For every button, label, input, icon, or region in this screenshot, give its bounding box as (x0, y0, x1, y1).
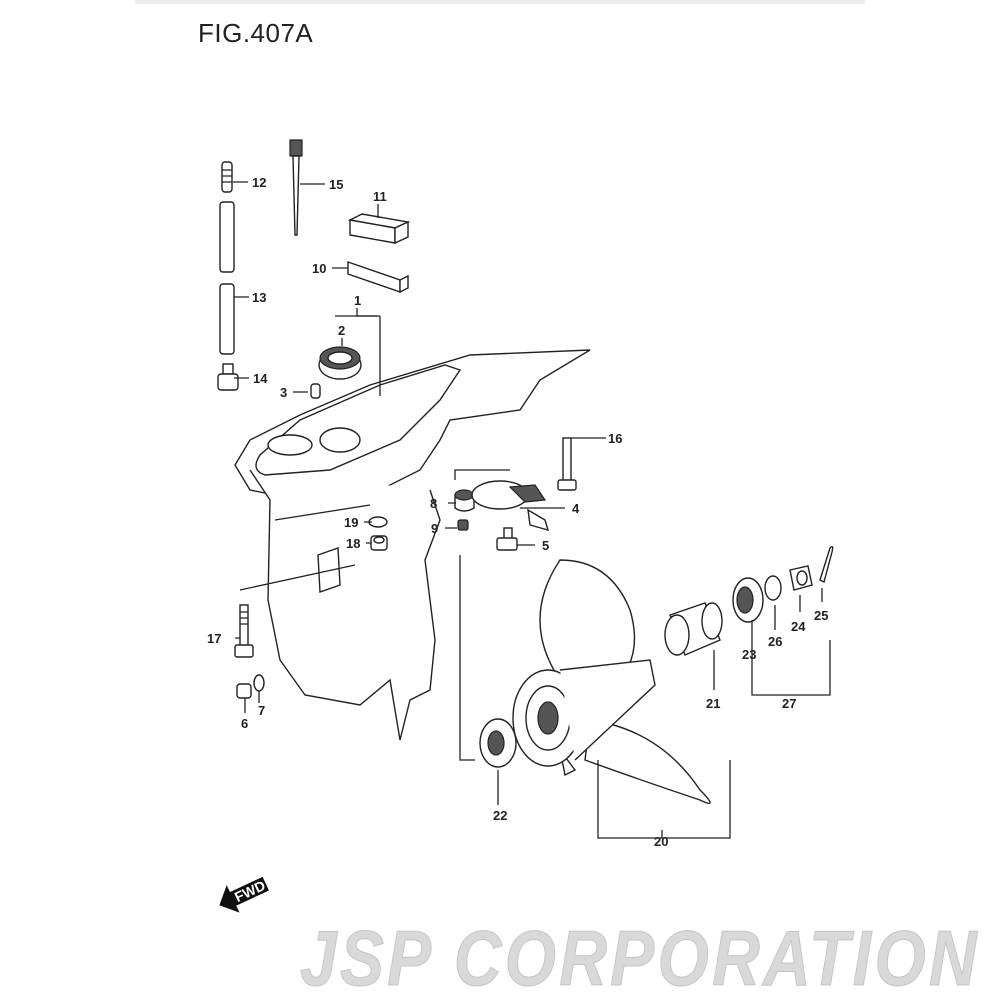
part-12-stud[interactable] (221, 161, 233, 193)
part-2-bearing[interactable] (318, 346, 362, 380)
part-26-washer[interactable] (764, 575, 782, 601)
part-17-bolt[interactable] (234, 604, 254, 658)
callout-2[interactable]: 2 (338, 323, 345, 338)
top-border (135, 0, 865, 4)
part-1-gear-case[interactable] (234, 349, 591, 741)
callout-23[interactable]: 23 (742, 647, 756, 662)
callout-14[interactable]: 14 (253, 371, 268, 386)
callout-labels: 12 15 11 10 13 1 2 14 3 16 8 4 9 19 18 5… (207, 175, 828, 849)
callout-1[interactable]: 1 (354, 293, 361, 308)
part-15-cable-tie[interactable] (289, 139, 303, 236)
part-22-thrust-washer[interactable] (479, 718, 517, 768)
part-6-nut[interactable] (236, 683, 252, 699)
callout-19[interactable]: 19 (344, 515, 358, 530)
part-4-anode[interactable] (471, 480, 550, 532)
callout-5[interactable]: 5 (542, 538, 549, 553)
figure-title: FIG.407A (198, 18, 314, 48)
callout-8[interactable]: 8 (430, 496, 437, 511)
fwd-label: FWD (232, 877, 268, 905)
callout-7[interactable]: 7 (258, 703, 265, 718)
part-8-spacer[interactable] (454, 489, 475, 512)
callout-25[interactable]: 25 (814, 608, 828, 623)
callout-13[interactable]: 13 (252, 290, 266, 305)
callout-21[interactable]: 21 (706, 696, 720, 711)
part-14-fitting[interactable] (217, 363, 239, 391)
callout-12[interactable]: 12 (252, 175, 266, 190)
part-7-washer[interactable] (253, 674, 265, 692)
part-20-propeller[interactable] (512, 559, 711, 804)
callout-9[interactable]: 9 (431, 521, 438, 536)
callout-15[interactable]: 15 (329, 177, 343, 192)
callout-18[interactable]: 18 (346, 536, 360, 551)
part-23-spacer[interactable] (732, 577, 764, 623)
part-13-tube[interactable] (219, 201, 235, 355)
callout-22[interactable]: 22 (493, 808, 507, 823)
part-5-bolt[interactable] (496, 527, 518, 551)
part-21-bushing[interactable] (664, 602, 723, 656)
callout-4[interactable]: 4 (572, 501, 580, 516)
part-18-nut[interactable] (370, 535, 388, 551)
callout-26[interactable]: 26 (768, 634, 782, 649)
callout-6[interactable]: 6 (241, 716, 248, 731)
part-10-strip[interactable] (347, 261, 409, 294)
callout-20[interactable]: 20 (654, 834, 668, 849)
callout-3[interactable]: 3 (280, 385, 287, 400)
part-25-cotter-pin[interactable] (819, 545, 834, 584)
part-11-plate[interactable] (347, 213, 411, 245)
callout-16[interactable]: 16 (608, 431, 622, 446)
part-24-nut[interactable] (789, 565, 813, 591)
callout-10[interactable]: 10 (312, 261, 326, 276)
leader-lines (233, 181, 831, 839)
part-16-bolt[interactable] (557, 437, 577, 491)
fwd-arrow-icon: FWD (219, 876, 269, 913)
part-3-dowel-pin[interactable] (310, 383, 321, 399)
callout-11[interactable]: 11 (373, 189, 387, 204)
part-9-bolt[interactable] (457, 519, 469, 531)
callout-27[interactable]: 27 (782, 696, 796, 711)
watermark: JSP CORPORATION (300, 914, 980, 1000)
callout-24[interactable]: 24 (791, 619, 806, 634)
callout-17[interactable]: 17 (207, 631, 221, 646)
